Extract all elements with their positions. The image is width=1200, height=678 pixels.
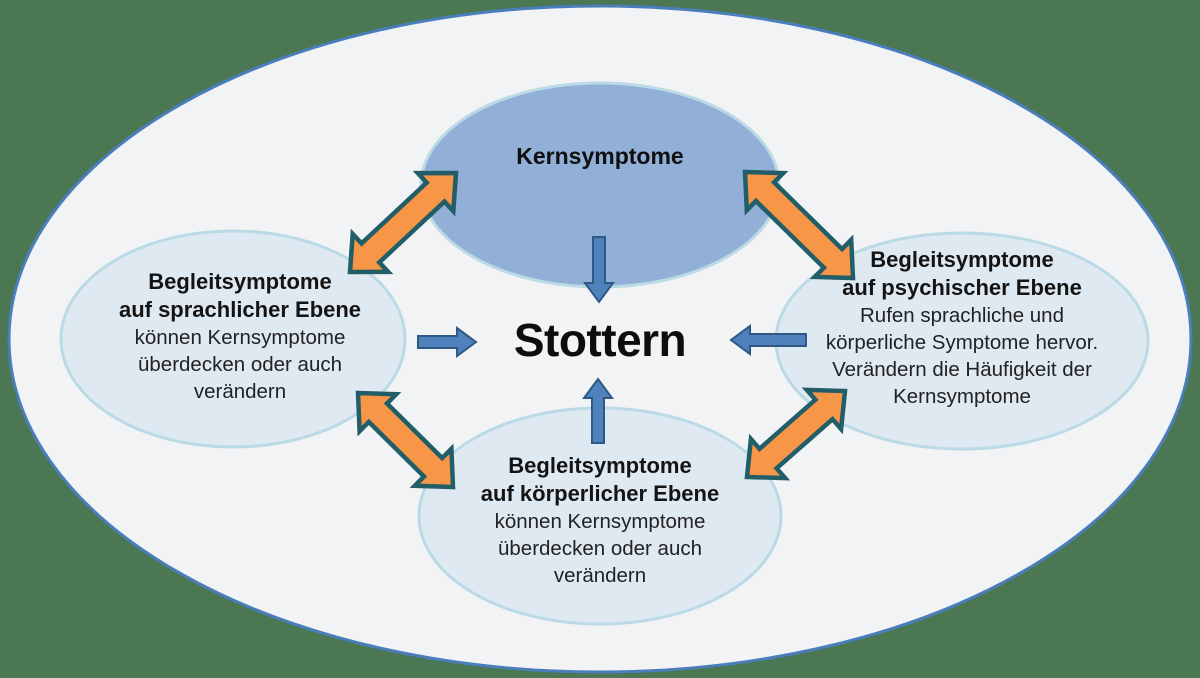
node-text-psychische-ebene: Begleitsymptome auf psychischer Ebene Ru… xyxy=(787,246,1137,410)
node-title: Begleitsymptome auf sprachlicher Ebene xyxy=(65,268,415,324)
title-line: Begleitsymptome xyxy=(508,453,692,478)
body-line: können Kernsymptome xyxy=(494,510,706,533)
double-arrow-top-right xyxy=(742,169,856,281)
node-label-kernsymptome: Kernsymptome xyxy=(516,143,684,169)
body-line: überdecken oder auch xyxy=(497,537,702,560)
arrow-bottom-to-center xyxy=(582,377,614,444)
double-arrow-bottom-left xyxy=(355,390,456,490)
node-body: können Kernsymptome überdecken oder auch… xyxy=(420,508,780,589)
body-line: Kernsymptome xyxy=(893,385,1031,408)
title-line: auf sprachlicher Ebene xyxy=(118,297,362,322)
outer-ellipse xyxy=(7,4,1193,674)
arrow-right-to-center xyxy=(729,324,807,356)
title-line: Begleitsymptome xyxy=(870,247,1054,272)
double-arrow-bottom-right xyxy=(744,387,848,481)
node-title: Begleitsymptome auf körperlicher Ebene xyxy=(420,452,780,508)
node-text-koerperliche-ebene: Begleitsymptome auf körperlicher Ebene k… xyxy=(420,452,780,589)
body-line: körperliche Symptome hervor. xyxy=(825,331,1099,354)
title-line: auf psychischer Ebene xyxy=(842,275,1082,300)
double-arrow-top-left xyxy=(347,170,459,275)
arrow-left-to-center xyxy=(417,326,478,358)
title-line: auf körperlicher Ebene xyxy=(480,481,720,506)
node-body: können Kernsymptome überdecken oder auch… xyxy=(65,324,415,405)
body-line: können Kernsymptome xyxy=(134,326,346,349)
node-title: Begleitsymptome auf psychischer Ebene xyxy=(787,246,1137,302)
arrow-layer xyxy=(347,169,856,490)
body-line: Verändern die Häufigkeit der xyxy=(832,358,1092,381)
body-line: Rufen sprachliche und xyxy=(860,304,1064,327)
arrow-top-to-center xyxy=(583,236,615,304)
node-text-sprachliche-ebene: Begleitsymptome auf sprachlicher Ebene k… xyxy=(65,268,415,405)
center-label-stottern: Stottern xyxy=(513,314,687,366)
title-line: Begleitsymptome xyxy=(148,269,332,294)
body-line: überdecken oder auch xyxy=(137,353,342,376)
node-ellipse-sprachliche-ebene xyxy=(59,229,407,449)
body-line: verändern xyxy=(193,380,287,403)
node-body: Rufen sprachliche und körperliche Sympto… xyxy=(787,302,1137,410)
body-line: verändern xyxy=(553,564,647,587)
